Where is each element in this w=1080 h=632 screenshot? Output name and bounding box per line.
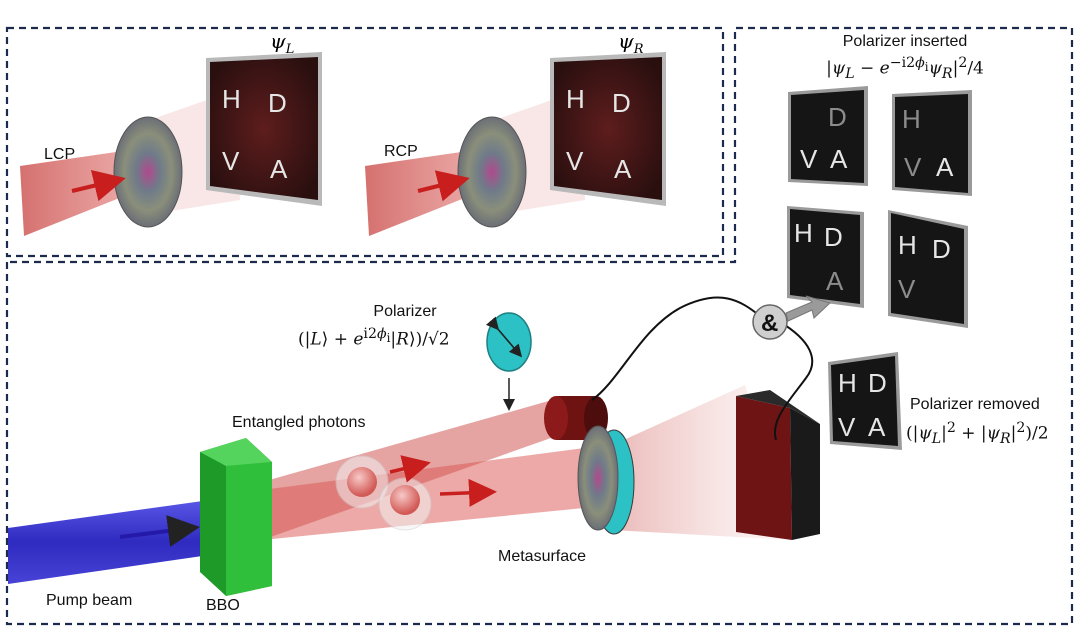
svg-text:A: A xyxy=(830,144,848,174)
svg-text:V: V xyxy=(800,144,818,174)
psi-l-title: ψL xyxy=(270,29,294,57)
svg-text:A: A xyxy=(936,152,954,182)
polarizer-formula: (|L⟩ + ei2ϕi|R⟩)/√2 xyxy=(298,326,450,350)
svg-text:A: A xyxy=(614,154,632,184)
psi-r-title: ψR xyxy=(618,29,644,57)
bbo-label: BBO xyxy=(206,597,240,614)
rcp-panel: H D V A xyxy=(365,52,666,236)
polarizer-removed-formula: (|ψL|2 + |ψR|2)/2 xyxy=(906,420,1049,448)
svg-text:D: D xyxy=(612,88,631,118)
polarizer-disc xyxy=(485,312,532,411)
svg-text:A: A xyxy=(868,412,886,442)
bbo-crystal xyxy=(200,438,272,596)
screen-1: D V A xyxy=(788,86,868,186)
screen-2: H V A xyxy=(892,90,972,196)
screen-psi-l: H D V A xyxy=(206,52,322,206)
polarizer-removed-title: Polarizer removed xyxy=(910,396,1040,413)
polarizer-inserted-title: Polarizer inserted xyxy=(842,33,968,50)
screen-3: H D A xyxy=(787,206,864,308)
svg-text:V: V xyxy=(904,152,922,182)
polarizer-inserted-formula: |ψL − e−i2ϕiψR|2/4 xyxy=(826,55,984,83)
svg-text:D: D xyxy=(828,102,847,132)
svg-text:A: A xyxy=(270,154,288,184)
coincidence-symbol: & xyxy=(761,310,778,337)
svg-text:V: V xyxy=(566,146,584,176)
metasurface-label: Metasurface xyxy=(498,548,587,565)
polarizer-removed-screen: H D V A xyxy=(828,352,902,450)
svg-text:A: A xyxy=(826,266,844,296)
svg-text:H: H xyxy=(898,230,917,260)
camera xyxy=(736,390,820,540)
pump-beam-label: Pump beam xyxy=(46,592,133,609)
rcp-label: RCP xyxy=(384,143,418,160)
single-photon-detector xyxy=(544,396,608,440)
polarizer-title: Polarizer xyxy=(373,303,437,320)
svg-text:H: H xyxy=(794,218,813,248)
screen-4: H D V xyxy=(888,210,968,328)
svg-text:V: V xyxy=(838,412,856,442)
svg-text:H: H xyxy=(838,368,857,398)
lcp-label: LCP xyxy=(44,146,76,163)
svg-text:D: D xyxy=(868,368,887,398)
svg-text:D: D xyxy=(932,234,951,264)
lcp-panel: H D V A xyxy=(20,52,322,236)
entangled-photon-pair xyxy=(335,455,497,531)
screen-psi-r: H D V A xyxy=(550,52,666,206)
svg-text:D: D xyxy=(824,222,843,252)
svg-text:D: D xyxy=(268,88,287,118)
svg-text:V: V xyxy=(898,274,916,304)
polarizer-inserted-screens: D V A H V A H D A H D V xyxy=(787,86,972,328)
svg-text:H: H xyxy=(222,84,241,114)
main-dashed-frame xyxy=(5,26,1074,626)
top-left-dashed-frame xyxy=(5,26,725,258)
svg-text:V: V xyxy=(222,146,240,176)
coincidence-wiring: & xyxy=(591,295,831,441)
pump-beam xyxy=(8,500,230,584)
entangled-photons-label: Entangled photons xyxy=(232,414,366,431)
svg-text:H: H xyxy=(902,104,921,134)
svg-text:H: H xyxy=(566,84,585,114)
